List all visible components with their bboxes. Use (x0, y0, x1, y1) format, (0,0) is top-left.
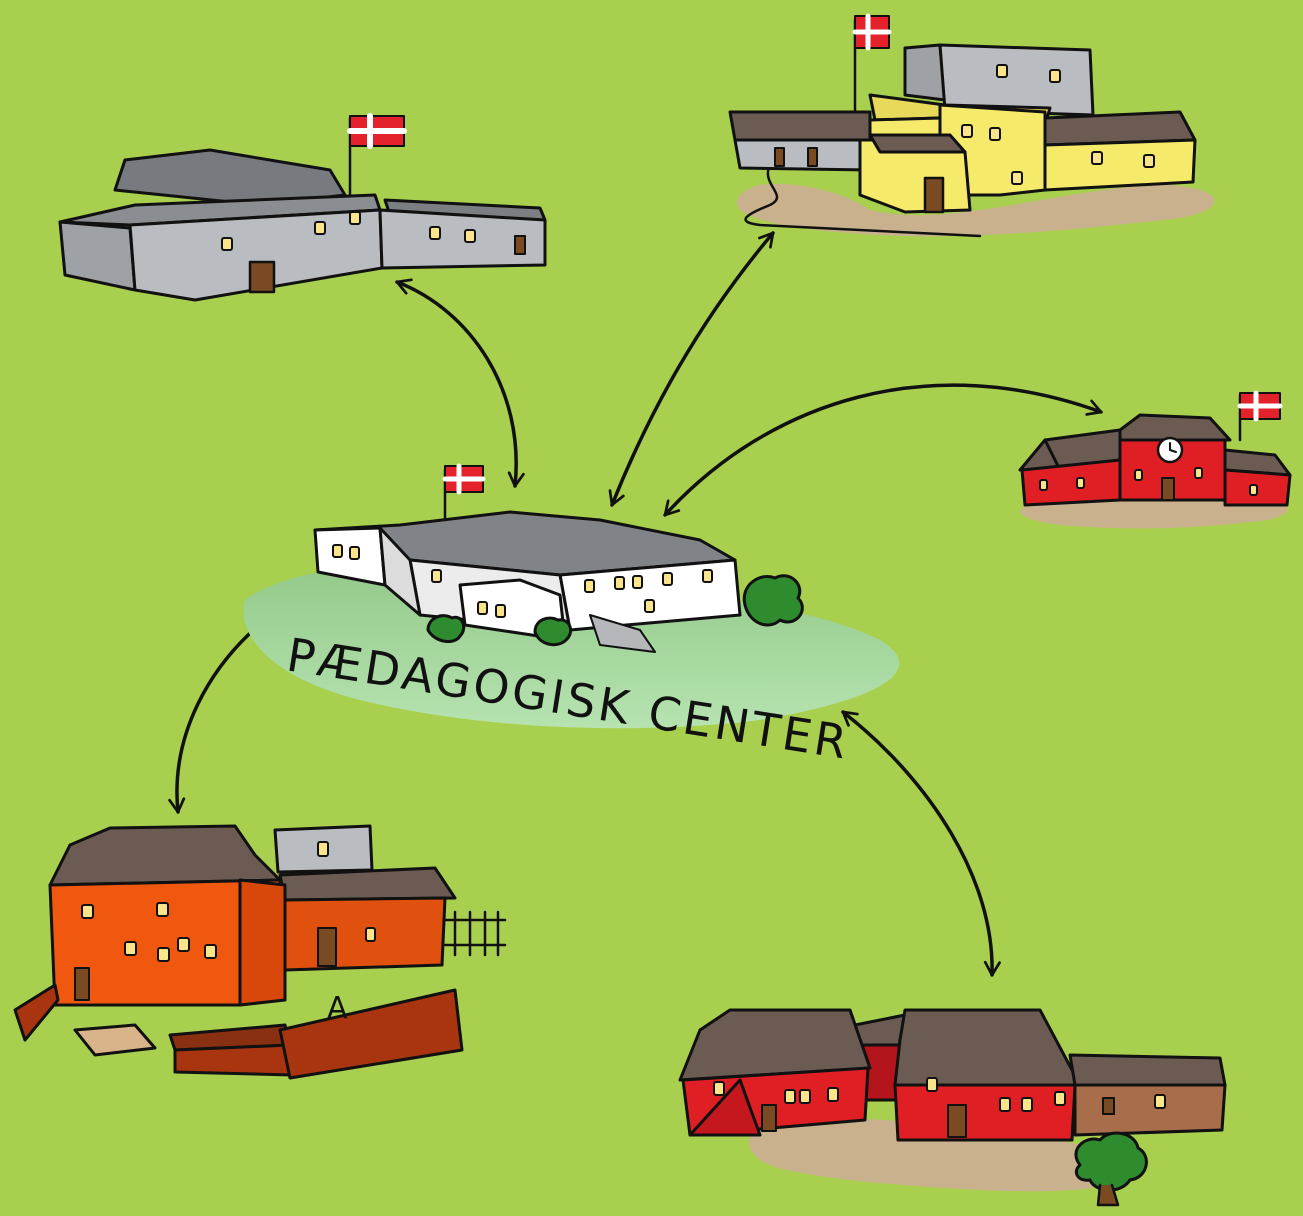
connection-arrows (168, 231, 1103, 977)
center-bush-right (742, 574, 804, 627)
fence (443, 910, 507, 957)
arrow-center-red-barn-school (841, 710, 1001, 977)
school-yellow (728, 13, 1215, 238)
school-red-barns (678, 1008, 1227, 1207)
school-orange-marker: A (327, 991, 348, 1026)
arrow-center-orange-school (168, 618, 267, 814)
school-orange (13, 824, 507, 1080)
school-red-clock (1018, 390, 1292, 529)
arrow-center-grey-school (395, 278, 525, 488)
tree-icon (1074, 1131, 1148, 1192)
yellow-school-ground (736, 184, 1215, 237)
center-bush-middle (533, 616, 573, 647)
center-building-group (243, 463, 900, 729)
arrow-center-yellow-school (608, 231, 775, 507)
school-grey (58, 113, 547, 302)
red-barn-school-ground (748, 1118, 1141, 1192)
arrow-center-red-clock-school (663, 383, 1103, 517)
center-bush-left (426, 614, 466, 643)
